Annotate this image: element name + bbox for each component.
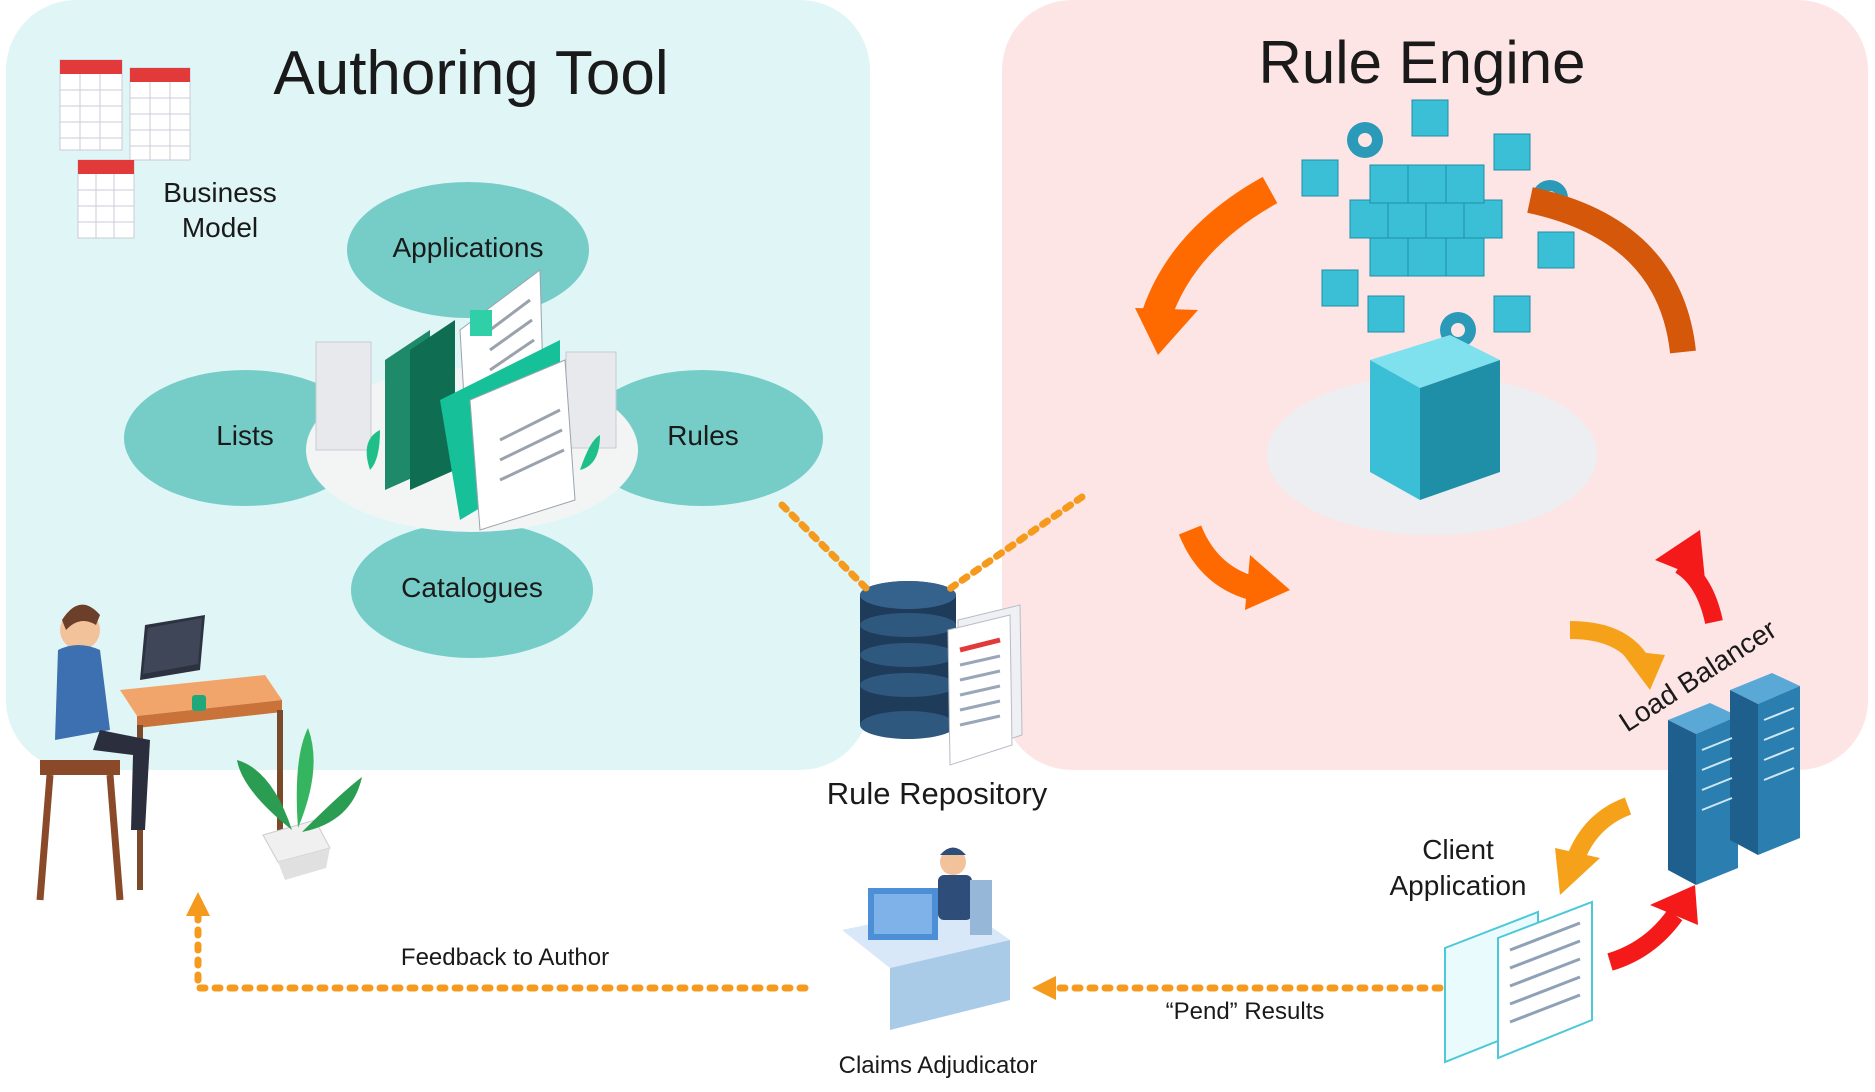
author-at-desk-icon bbox=[36, 604, 283, 901]
person-at-desk-icon bbox=[842, 847, 1010, 1030]
arrowhead-left bbox=[1135, 308, 1198, 355]
business-model-label: Business Model bbox=[163, 177, 277, 243]
feedback-arrowhead bbox=[186, 892, 210, 916]
arrowhead-in bbox=[1620, 650, 1665, 690]
feedback-flow bbox=[194, 911, 809, 992]
browser-window-icon bbox=[1444, 900, 1593, 1064]
catalogues-label: Catalogues bbox=[401, 572, 543, 603]
documents-icon bbox=[306, 269, 638, 532]
rules-to-repo-link bbox=[778, 501, 872, 594]
engine-server-icon bbox=[1370, 335, 1500, 500]
claims-adjudicator-label: Claims Adjudicator bbox=[838, 1052, 1038, 1079]
pend-results-label: “Pend” Results bbox=[1165, 998, 1325, 1025]
applications-label: Applications bbox=[392, 232, 544, 263]
feedback-to-author-label: Feedback to Author bbox=[400, 944, 610, 971]
rules-bubble bbox=[581, 370, 823, 506]
plant-icon bbox=[237, 728, 362, 880]
pend-arrowhead bbox=[1032, 976, 1056, 1000]
arrowhead-client-in bbox=[1555, 848, 1600, 895]
client-application-label: Client Application bbox=[1389, 834, 1527, 901]
database-icon bbox=[860, 581, 956, 739]
engine-arc-arrow-right bbox=[1527, 187, 1696, 354]
report-pages-icon bbox=[947, 604, 1023, 766]
client-arrow-out bbox=[1607, 909, 1683, 971]
engine-arc-arrow-left bbox=[1140, 176, 1278, 325]
arrowhead-down bbox=[1245, 555, 1290, 610]
rules-label: Rules bbox=[667, 420, 739, 451]
spreadsheet-icon bbox=[59, 59, 191, 239]
client-arrow-in bbox=[1566, 797, 1632, 864]
rule-repository-label: Rule Repository bbox=[826, 776, 1048, 811]
engine-panel-title: Rule Engine bbox=[1258, 29, 1586, 96]
arrowhead-client-out bbox=[1650, 885, 1698, 925]
arrowhead-up bbox=[1655, 530, 1705, 580]
catalogues-bubble bbox=[351, 522, 593, 658]
lists-label: Lists bbox=[216, 420, 274, 451]
engine-to-repo-link bbox=[944, 493, 1086, 594]
lists-bubble bbox=[124, 370, 366, 506]
server-icon bbox=[1668, 673, 1800, 885]
authoring-panel-title: Authoring Tool bbox=[273, 39, 669, 108]
